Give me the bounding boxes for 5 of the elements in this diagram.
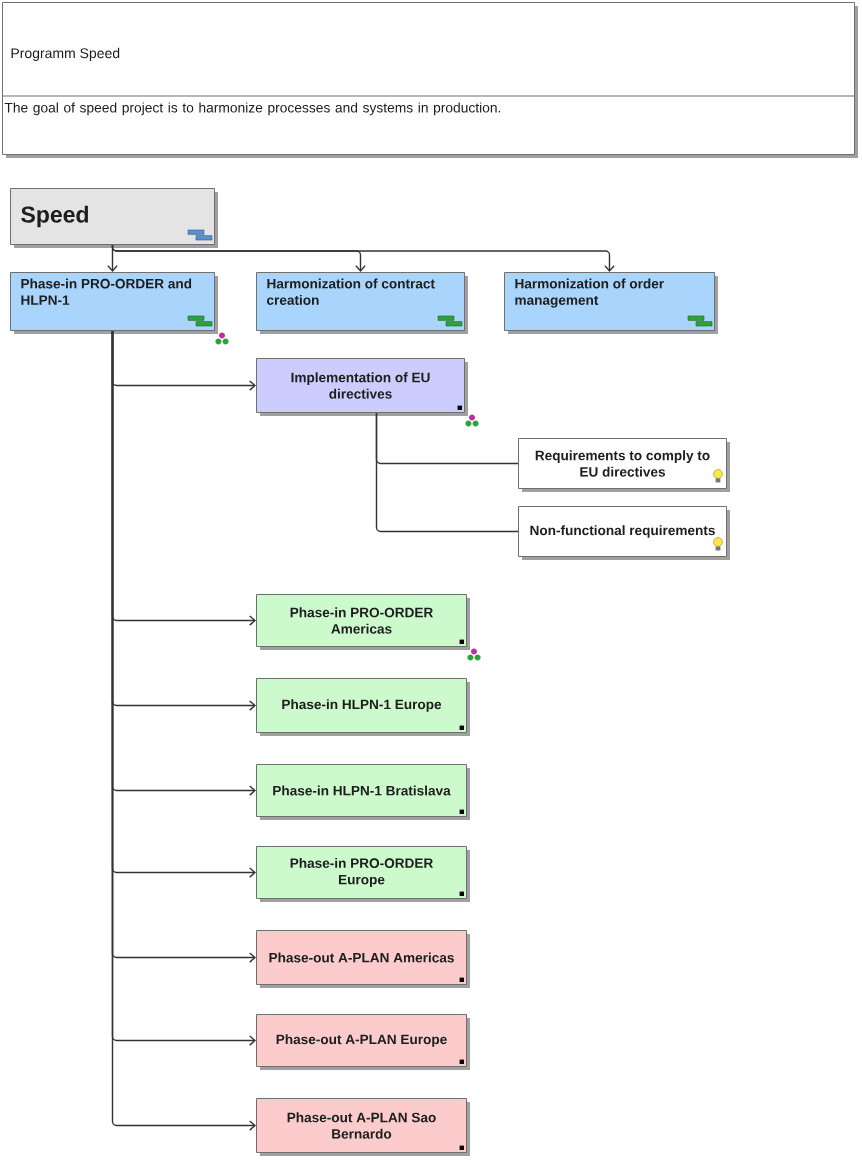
arrow — [107, 244, 118, 272]
arrow — [111, 244, 615, 272]
topic-box: Speed — [10, 188, 218, 248]
header-panel — [1, 2, 858, 158]
connector-line — [375, 412, 519, 533]
